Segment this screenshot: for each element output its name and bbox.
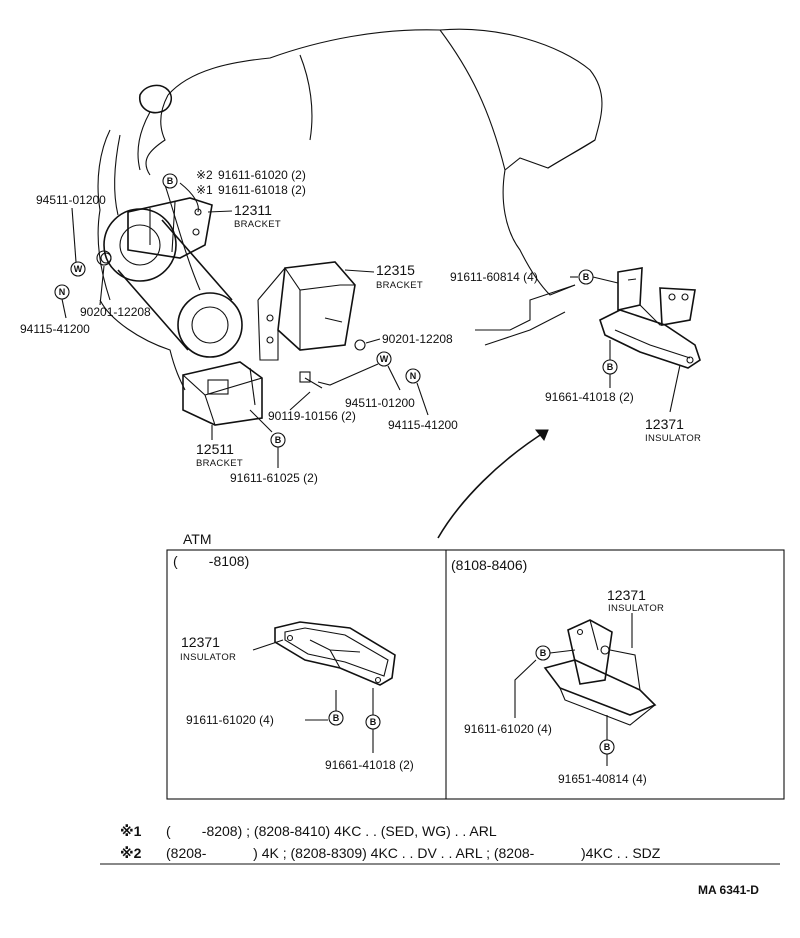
- washer-symbol-left-text: W: [74, 264, 83, 274]
- nut-symbol-mid: [405, 368, 421, 384]
- part-91611-60814: 91611-60814 (4): [450, 270, 538, 284]
- part-91611-61020: 91611-61020 (2): [218, 168, 306, 182]
- atm-left-bolt1-symbol-text: B: [333, 713, 340, 723]
- bolt-symbol-lower-text: B: [275, 435, 282, 445]
- atm-left-insulator-drawing: [274, 621, 396, 686]
- note2-mark: ※2: [196, 168, 213, 182]
- insulator-12371-drawing: [599, 267, 701, 369]
- bracket-12311-number: 12311: [234, 202, 272, 218]
- part-94115-41200-left: 94115-41200: [20, 322, 90, 336]
- atm-left-insulator-label: INSULATOR: [180, 652, 236, 663]
- part-91661-41018-right: 91661-41018 (2): [545, 390, 634, 404]
- atm-box: [166, 549, 785, 800]
- insulator-12371-number: 12371: [645, 416, 684, 432]
- part-94511-01200-mid: 94511-01200: [345, 396, 415, 410]
- footnote-2-text: (8208- ) 4K ; (8208-8309) 4KC . . DV . .…: [166, 845, 661, 861]
- pointer-arrow: [437, 429, 549, 539]
- nut-symbol-mid-text: N: [410, 371, 417, 381]
- atm-left-range: ( -8108): [173, 553, 249, 569]
- bolt-symbol-right-bottom-text: B: [607, 362, 614, 372]
- atm-right-insulator-drawing: [543, 619, 657, 726]
- atm-right-part-91651-40814: 91651-40814 (4): [558, 772, 647, 786]
- note1-mark: ※1: [196, 183, 213, 197]
- part-90201-12208-left: 90201-12208: [80, 305, 151, 319]
- bolt-symbol: B: [167, 176, 174, 186]
- atm-right-bolt2-symbol-text: B: [604, 742, 611, 752]
- part-90201-12208-mid: 90201-12208: [382, 332, 453, 346]
- footnote-1-mark: ※1: [120, 823, 142, 839]
- bracket-12311-drawing: [100, 197, 213, 264]
- part-90119-10156: 90119-10156 (2): [268, 409, 356, 423]
- bracket-12315-drawing: [257, 261, 366, 361]
- bracket-12511-drawing: [182, 361, 323, 426]
- atm-left-part-91611-61020: 91611-61020 (4): [186, 713, 274, 727]
- nut-symbol-left-text: N: [59, 287, 66, 297]
- part-91611-61025: 91611-61025 (2): [230, 471, 318, 485]
- atm-left-bolt2-symbol-text: B: [370, 717, 377, 727]
- bolt-symbol-right-top-text: B: [583, 272, 590, 282]
- atm-right-bolt1-symbol-text: B: [540, 648, 547, 658]
- bracket-12511-number: 12511: [196, 441, 234, 457]
- insulator-12371-label: INSULATOR: [645, 433, 701, 444]
- atm-title: ATM: [183, 531, 212, 547]
- pointer-arrowhead: [534, 429, 549, 441]
- bracket-12311-label: BRACKET: [234, 219, 281, 230]
- leader-washer-left: [71, 207, 77, 263]
- part-91611-61018: 91611-61018 (2): [218, 183, 306, 197]
- leader-lower-bolt: [249, 409, 273, 433]
- atm-right-insulator-number: 12371: [607, 587, 646, 603]
- washer-symbol-left: [70, 261, 86, 277]
- footnote-1-text: ( -8208) ; (8208-8410) 4KC . . (SED, WG)…: [166, 823, 497, 839]
- drawing-id: MA 6341-D: [698, 883, 759, 897]
- atm-left-insulator-number: 12371: [181, 634, 220, 650]
- callout-b-top: B: [162, 173, 199, 213]
- part-94511-01200-left: 94511-01200: [36, 193, 106, 207]
- footnote-2-mark: ※2: [120, 845, 142, 861]
- washer-symbol-mid: [376, 351, 392, 367]
- engine-outline: [97, 28, 603, 391]
- atm-left-part-91661-41018: 91661-41018 (2): [325, 758, 414, 772]
- washer-symbol-mid-text: W: [380, 354, 389, 364]
- atm-right-range: (8108-8406): [451, 557, 527, 573]
- part-94115-41200-mid: 94115-41200: [388, 418, 458, 432]
- bracket-12315-label: BRACKET: [376, 280, 423, 291]
- atm-right-part-91611-61020: 91611-61020 (4): [464, 722, 552, 736]
- atm-right-insulator-label: INSULATOR: [608, 603, 664, 614]
- bracket-12315-number: 12315: [376, 262, 415, 278]
- bracket-12511-label: BRACKET: [196, 458, 243, 469]
